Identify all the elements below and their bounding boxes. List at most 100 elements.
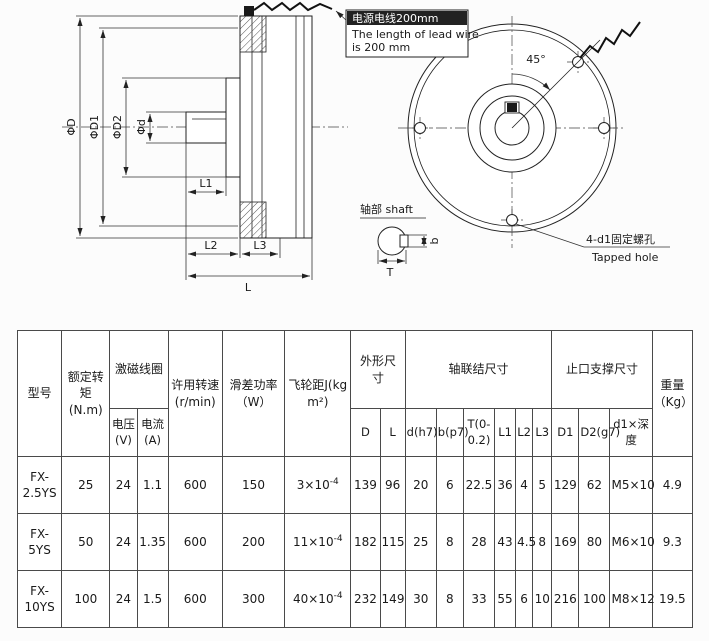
cell-D: 232 (350, 570, 381, 628)
header-b-p7: b(p7) (435, 408, 469, 457)
dim-label-phiD: ΦD (65, 118, 78, 135)
dim-label-L3: L3 (253, 239, 266, 252)
dim-label-L1: L1 (199, 177, 212, 190)
cell-voltage: 24 (109, 456, 138, 514)
lead-wire-callout: 电源电线200mm The length of lead wire is 200… (335, 9, 479, 58)
shaft-label: 轴部 shaft (360, 202, 414, 216)
cell-torque: 50 (61, 513, 111, 571)
header-L2: L2 (515, 408, 534, 457)
cell-model: FX- 10YS (16, 570, 63, 628)
cell-L2: 6 (515, 570, 534, 628)
cell-voltage: 24 (109, 513, 138, 571)
header-coupling: 轴联结尺寸 (404, 330, 553, 409)
cell-voltage: 24 (109, 570, 138, 628)
spec-table: 型号 额定转矩 (N.m) 激磁线圈 许用转速 (r/min) 滑差功率 （W）… (16, 330, 694, 628)
key-icon (507, 103, 517, 112)
cell-d-h7: 20 (404, 456, 437, 514)
header-model: 型号 (16, 330, 63, 457)
cell-model: FX- 5YS (16, 513, 63, 571)
cell-L2: 4.5 (515, 513, 536, 571)
bolt-hole-bottom (501, 209, 523, 231)
cell-d-h7: 30 (404, 570, 437, 628)
technical-drawing: ΦD ΦD1 ΦD2 Φd L1 L2 L3 L (62, 1, 670, 294)
callout-line3: is 200 mm (352, 41, 410, 54)
cell-L3: 5 (532, 456, 553, 514)
header-d1-depth: d1×深 度 (609, 408, 653, 457)
cell-L1: 43 (494, 513, 517, 571)
bolt-hole-left (409, 117, 431, 139)
table-row: FX- 2.5YS 25 24 1.1 600 150 3×10-4 139 9… (16, 456, 694, 514)
cell-b-p7: 6 (435, 456, 464, 514)
tapped-hole-label-cn: 4-d1固定螺孔 (586, 232, 655, 246)
cell-L: 149 (379, 570, 406, 628)
hatch-top (239, 15, 267, 53)
table-row: FX- 10YS 100 24 1.5 600 300 40×10-4 232 … (16, 570, 694, 628)
cell-T: 33 (462, 570, 496, 628)
callout-highlight-strip (347, 11, 467, 25)
header-d-h7: d(h7) (404, 408, 438, 457)
cell-model: FX- 2.5YS (16, 456, 63, 514)
header-L: L (379, 408, 406, 457)
dim-label-L2: L2 (204, 239, 217, 252)
cell-d1-depth: M5×10 (609, 456, 655, 514)
angle-label: 45° (526, 53, 546, 66)
cell-power: 200 (221, 513, 286, 571)
dim-label-L: L (245, 281, 252, 294)
cell-L2: 4 (515, 456, 534, 514)
callout-line2: The length of lead wire (351, 28, 479, 41)
header-speed: 许用转速 (r/min) (167, 330, 223, 457)
cell-flywheel: 3×10-4 (284, 456, 352, 514)
cell-d1-depth: M8×12 (609, 570, 655, 628)
cell-L: 96 (379, 456, 406, 514)
dim-label-phid: Φd (135, 119, 148, 135)
drawing-svg: ΦD ΦD1 ΦD2 Φd L1 L2 L3 L (62, 1, 670, 294)
cell-D: 139 (350, 456, 381, 514)
table-row: FX- 5YS 50 24 1.35 600 200 11×10-4 182 1… (16, 513, 694, 571)
cell-speed: 600 (167, 570, 223, 628)
cell-b-p7: 8 (435, 570, 464, 628)
cell-L3: 10 (532, 570, 553, 628)
cell-D2-g7: 80 (578, 513, 611, 571)
dim-label-phiD2: ΦD2 (111, 115, 124, 139)
cell-power: 150 (221, 456, 286, 514)
bolt-hole-right (593, 117, 615, 139)
cell-weight: 4.9 (651, 456, 694, 514)
cell-D1: 129 (551, 456, 580, 514)
lead-wire-right (579, 21, 641, 59)
header-weight: 重量 （Kg） (651, 330, 693, 457)
header-power: 滑差功率 （W） (221, 330, 286, 457)
cell-L1: 55 (494, 570, 517, 628)
header-current: 电流 (A) (136, 408, 169, 457)
header-torque: 额定转矩 (N.m) (61, 330, 111, 457)
shaft-section-detail: 轴部 shaft T b (360, 202, 441, 279)
tapped-hole-callout: 4-d1固定螺孔 Tapped hole (515, 223, 670, 264)
header-L1: L1 (494, 408, 517, 457)
cell-D1: 216 (551, 570, 580, 628)
cell-flywheel: 40×10-4 (284, 570, 352, 628)
header-L3: L3 (532, 408, 553, 457)
header-T: T(0- 0.2) (462, 408, 496, 457)
header-coil: 激磁线圈 (109, 330, 169, 409)
cell-D: 182 (350, 513, 381, 571)
cell-power: 300 (221, 570, 286, 628)
cell-b-p7: 8 (435, 513, 464, 571)
cell-speed: 600 (167, 456, 223, 514)
header-outline: 外形尺 寸 (350, 330, 406, 409)
header-spigot: 止口支撑尺寸 (551, 330, 653, 409)
lead-wire-left (253, 1, 333, 12)
cell-d-h7: 25 (404, 513, 437, 571)
cell-L1: 36 (494, 456, 517, 514)
dim-label-T: T (386, 266, 394, 279)
side-view: ΦD ΦD1 ΦD2 Φd L1 L2 L3 L (62, 1, 348, 294)
hatch-bottom (239, 201, 267, 239)
header-D: D (350, 408, 381, 457)
cell-current: 1.5 (136, 570, 169, 628)
cell-T: 22.5 (462, 456, 496, 514)
cell-flywheel: 11×10-4 (284, 513, 352, 571)
cell-T: 28 (462, 513, 496, 571)
tapped-hole-label-en: Tapped hole (591, 251, 659, 264)
cell-d1-depth: M6×10 (609, 513, 655, 571)
front-view: 45° (398, 16, 641, 248)
cell-torque: 100 (61, 570, 111, 628)
wire-terminal (244, 6, 254, 16)
